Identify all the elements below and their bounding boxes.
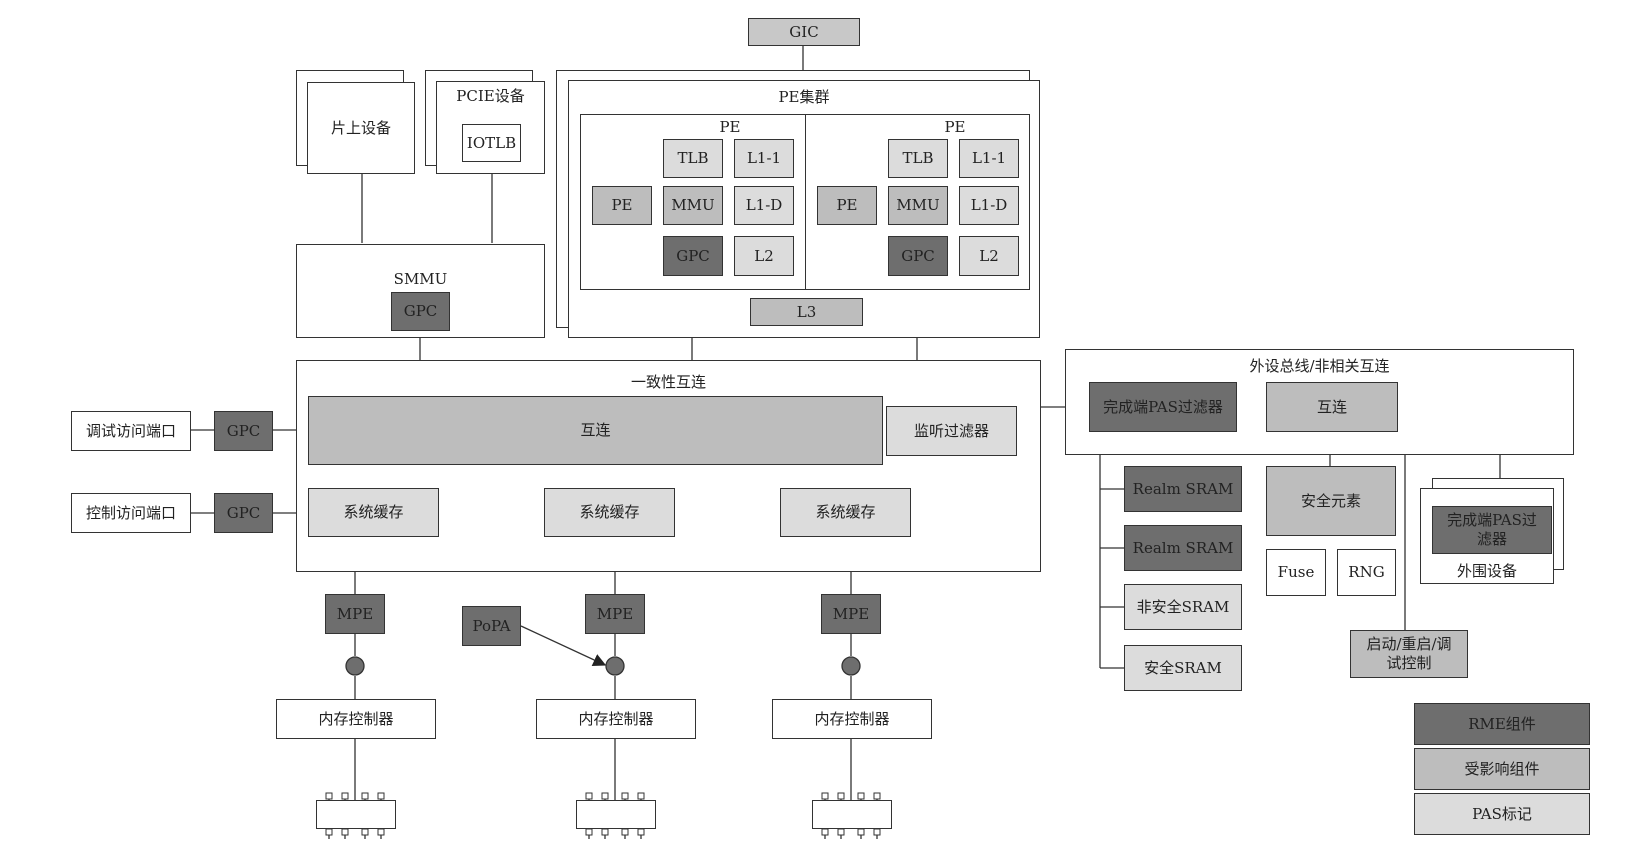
popa-box: PoPA (462, 606, 521, 646)
rng-box: RNG (1337, 549, 1396, 596)
mpe-2: MPE (585, 594, 645, 634)
l1-i-2: L1-1 (959, 139, 1019, 178)
coherent-interconnect-fabric: 互连 (308, 396, 883, 465)
control-port-gpc: GPC (214, 493, 273, 533)
boot-reset-debug-control: 启动/重启/调试控制 (1350, 630, 1468, 678)
iotlb-box: IOTLB (462, 124, 521, 162)
gic-box: GIC (748, 18, 860, 46)
memory-controller-2: 内存控制器 (536, 699, 696, 739)
external-pas-filter: 完成端PAS过滤器 (1432, 506, 1552, 554)
secure-sram: 安全SRAM (1124, 645, 1242, 691)
completer-pas-filter: 完成端PAS过滤器 (1089, 382, 1237, 432)
pe-group-1-title: PE (719, 118, 741, 136)
smmu-box (296, 244, 545, 338)
memory-controller-3: 内存控制器 (772, 699, 932, 739)
smmu-label: SMMU (393, 270, 448, 288)
legend-affected-component: 受影响组件 (1414, 748, 1590, 790)
non-secure-sram: 非安全SRAM (1124, 584, 1242, 630)
coherent-interconnect-label: 一致性互连 (630, 373, 706, 391)
memory-controller-1: 内存控制器 (276, 699, 436, 739)
control-access-port: 控制访问端口 (71, 493, 191, 533)
realm-sram-2: Realm SRAM (1124, 525, 1242, 571)
pe-group-2-title: PE (944, 118, 966, 136)
dram-module-2 (576, 800, 656, 829)
smmu-gpc-box: GPC (391, 292, 450, 331)
snoop-filter-box: 监听过滤器 (886, 406, 1017, 456)
legend-rme-component: RME组件 (1414, 703, 1590, 745)
pcie-device-label: PCIE设备 (456, 87, 525, 105)
external-device-label: 外围设备 (1456, 562, 1517, 580)
l1-d-1: L1-D (734, 186, 794, 225)
popa-point-1 (345, 656, 365, 676)
pe-cluster-label: PE集群 (778, 88, 830, 106)
l1-i-1: L1-1 (734, 139, 794, 178)
pe-core-2: PE (817, 186, 877, 225)
l2-2: L2 (959, 236, 1019, 276)
debug-access-port: 调试访问端口 (71, 411, 191, 451)
gpc-pe-1: GPC (663, 236, 723, 276)
debug-port-gpc: GPC (214, 411, 273, 451)
gpc-pe-2: GPC (888, 236, 948, 276)
mmu-1: MMU (663, 186, 723, 225)
system-cache-2: 系统缓存 (544, 488, 675, 537)
dram-module-3 (812, 800, 892, 829)
l1-d-2: L1-D (959, 186, 1019, 225)
peripheral-bus-label: 外设总线/非相关互连 (1249, 357, 1390, 375)
onchip-device-box: 片上设备 (307, 82, 415, 174)
tlb-1: TLB (663, 139, 723, 178)
system-cache-3: 系统缓存 (780, 488, 911, 537)
mpe-3: MPE (821, 594, 881, 634)
tlb-2: TLB (888, 139, 948, 178)
pe-core-1: PE (592, 186, 652, 225)
pe-group-divider (805, 114, 806, 290)
l3-box: L3 (750, 298, 863, 326)
popa-point-3 (841, 656, 861, 676)
realm-sram-1: Realm SRAM (1124, 466, 1242, 512)
mpe-1: MPE (325, 594, 385, 634)
peripheral-interconnect: 互连 (1266, 382, 1398, 432)
legend-pas-tag: PAS标记 (1414, 793, 1590, 835)
dram-module-1 (316, 800, 396, 829)
l2-1: L2 (734, 236, 794, 276)
system-cache-1: 系统缓存 (308, 488, 439, 537)
fuse-box: Fuse (1266, 549, 1326, 596)
secure-element-box: 安全元素 (1266, 466, 1396, 536)
mmu-2: MMU (888, 186, 948, 225)
popa-point-2 (605, 656, 625, 676)
